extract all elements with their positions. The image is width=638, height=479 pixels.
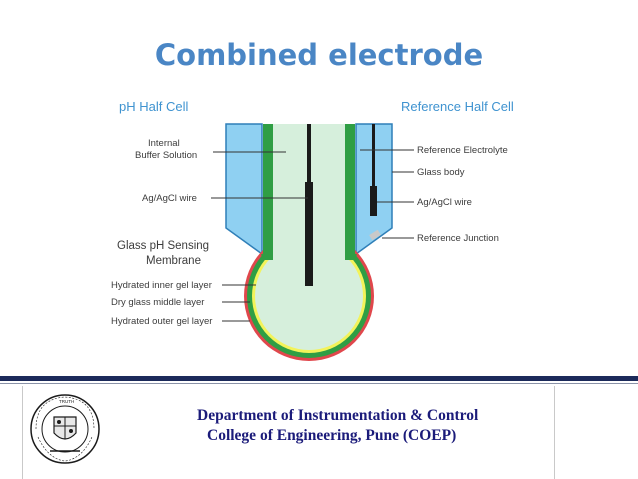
dry-glass-label: Dry glass middle layer — [111, 297, 204, 308]
department-text: Department of Instrumentation & Control … — [197, 406, 478, 446]
reference-junction-label: Reference Junction — [417, 233, 499, 244]
hydrated-outer-label: Hydrated outer gel layer — [111, 316, 212, 327]
inner-tube-right-wall — [345, 124, 354, 260]
outer-tube — [225, 123, 263, 256]
reference-half-cell-label: Reference Half Cell — [401, 99, 514, 114]
coep-seal-logo: TRUTH — [30, 394, 100, 464]
hydrated-inner-label: Hydrated inner gel layer — [111, 280, 212, 291]
ph-ag-agcl-wire — [307, 124, 311, 182]
department-line-2: College of Engineering, Pune (COEP) — [207, 427, 457, 444]
seal-top-text: TRUTH — [59, 399, 74, 404]
footer-frame — [22, 386, 555, 479]
combined-electrode-diagram: pH Half Cell Reference Half Cell Interna… — [111, 99, 514, 361]
inner-tube-left-wall — [264, 124, 273, 260]
ref-ag-agcl-wire — [372, 124, 375, 186]
ph-ag-agcl-label: Ag/AgCl wire — [142, 193, 197, 204]
footer-divider — [0, 376, 638, 381]
footer-divider-thin — [0, 383, 638, 384]
ph-half-cell-label: pH Half Cell — [119, 99, 188, 114]
glass-membrane-label-2: Membrane — [146, 255, 201, 267]
reference-junction — [369, 229, 381, 241]
slide-title: Combined electrode — [154, 38, 484, 72]
glass-body-label: Glass body — [417, 167, 465, 178]
internal-buffer-label-1: Internal — [148, 138, 180, 149]
ref-ag-agcl-label: Ag/AgCl wire — [417, 197, 472, 208]
department-line-1: Department of Instrumentation & Control — [197, 407, 479, 424]
reference-electrolyte-label: Reference Electrolyte — [417, 145, 508, 156]
glass-membrane-label-1: Glass pH Sensing — [117, 240, 209, 252]
internal-buffer-label-2: Buffer Solution — [135, 150, 197, 161]
